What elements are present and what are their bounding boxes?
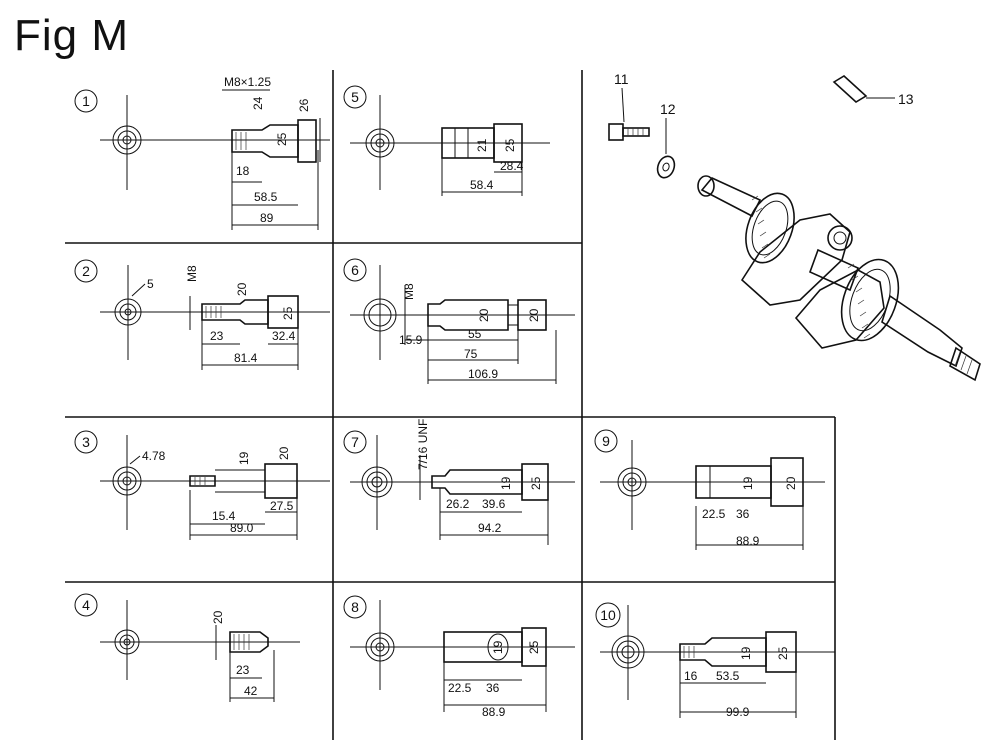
dimension-label: 24	[251, 96, 265, 110]
callout-11: 11	[608, 71, 650, 141]
dimension-label: 25	[776, 646, 790, 660]
bolt-icon	[608, 123, 650, 141]
dimension-label: 25	[281, 306, 295, 320]
dimension-label: 25	[275, 132, 289, 146]
dimension-label: 75	[464, 347, 478, 361]
dimension-label: 55	[468, 327, 482, 341]
key-pin-icon	[832, 75, 868, 103]
dimension-label: 36	[736, 507, 750, 521]
part-number: 12	[660, 101, 676, 117]
part-8: 8 19 25 22.5 36 88.9	[343, 595, 575, 719]
part-number: 1	[82, 93, 90, 109]
dimension-label: 4.78	[142, 449, 166, 463]
dimension-label: 32.4	[272, 329, 296, 343]
dimension-label: 25	[527, 640, 541, 654]
dimension-label: 18	[236, 164, 250, 178]
part-number: 2	[82, 263, 90, 279]
callout-12: 12	[656, 101, 676, 179]
dimension-label: M8×1.25	[224, 75, 271, 89]
dimension-label: 28.4	[500, 159, 524, 173]
part-number: 4	[82, 597, 90, 613]
part-number: 3	[82, 434, 90, 450]
part-7: 7 7/16 UNF 19 25 26.2 39.6 94.2	[343, 419, 575, 545]
dimension-label: 42	[244, 684, 258, 698]
dimension-label: 23	[236, 663, 250, 677]
part-number: 6	[351, 262, 359, 278]
dimension-label: 22.5	[702, 507, 726, 521]
dimension-label: 25	[503, 138, 517, 152]
part-number: 13	[898, 91, 914, 107]
dimension-label: 19	[739, 646, 753, 660]
dimension-label: 89.0	[230, 521, 254, 535]
figure-title: Fig M	[14, 11, 129, 60]
part-10: 10 19 25 16 53.5 99.9	[595, 602, 835, 719]
part-3: 3 4.78 19 20 15.4 27.5 89.0	[74, 430, 330, 540]
dimension-label: 88.9	[736, 534, 760, 548]
dimension-label: 19	[741, 476, 755, 490]
callout-13: 13	[832, 75, 914, 107]
dimension-label: 15.9	[399, 333, 423, 347]
dimension-label: 99.9	[726, 705, 750, 719]
dimension-label: 27.5	[270, 499, 294, 513]
dimension-label: 81.4	[234, 351, 258, 365]
part-6: 6 M8 20 20 15.9 55 75 106.9	[343, 258, 575, 384]
part-2: 2 5 M8 20 25 23 32.4 81.4	[74, 259, 330, 370]
dimension-label: 20	[235, 282, 249, 296]
part-number: 9	[602, 433, 610, 449]
dimension-label: 53.5	[716, 669, 740, 683]
dimension-label: 106.9	[468, 367, 498, 381]
dimension-label: 58.4	[470, 178, 494, 192]
dimension-label: 88.9	[482, 705, 506, 719]
part-5: 5 21 25 28.4 58.4	[343, 85, 550, 196]
dimension-label: 15.4	[212, 509, 236, 523]
dimension-label: 39.6	[482, 497, 506, 511]
dimension-label: M8	[185, 265, 199, 282]
part-1: 1 M8×1.25 24 26 25 18 58.5 89	[74, 75, 330, 230]
part-number: 8	[351, 599, 359, 615]
part-number: 11	[614, 71, 629, 87]
dimension-label: 19	[499, 476, 513, 490]
dimension-label: 20	[477, 308, 491, 322]
part-4: 4 20 23 42	[74, 593, 300, 702]
dimension-label: 26	[297, 98, 311, 112]
crankshaft-illustration	[697, 175, 981, 382]
dimension-label: 19	[237, 451, 251, 465]
dimension-label: 25	[529, 476, 543, 490]
dimension-label: 94.2	[478, 521, 502, 535]
dimension-label: 23	[210, 329, 224, 343]
washer-icon	[656, 155, 676, 179]
dimension-label: 19	[491, 640, 505, 654]
dimension-label: 58.5	[254, 190, 278, 204]
part-number: 5	[351, 89, 359, 105]
dimension-label: 89	[260, 211, 274, 225]
dimension-label: 22.5	[448, 681, 472, 695]
dimension-label: 20	[527, 308, 541, 322]
part-9: 9 19 20 22.5 36 88.9	[594, 429, 825, 550]
dimension-label: M8	[402, 283, 416, 300]
grid-lines	[65, 70, 836, 740]
part-number-circle	[74, 89, 98, 113]
dimension-label: 20	[277, 446, 291, 460]
dimension-label: 16	[684, 669, 698, 683]
part-number: 10	[600, 607, 616, 623]
dimension-label: 5	[147, 277, 154, 291]
dimension-label: 7/16 UNF	[416, 419, 430, 470]
dimension-label: 21	[475, 138, 489, 152]
dimension-label: 20	[784, 476, 798, 490]
dimension-label: 36	[486, 681, 500, 695]
part-number: 7	[351, 434, 359, 450]
dimension-label: 26.2	[446, 497, 470, 511]
dimension-label: 20	[211, 610, 225, 624]
